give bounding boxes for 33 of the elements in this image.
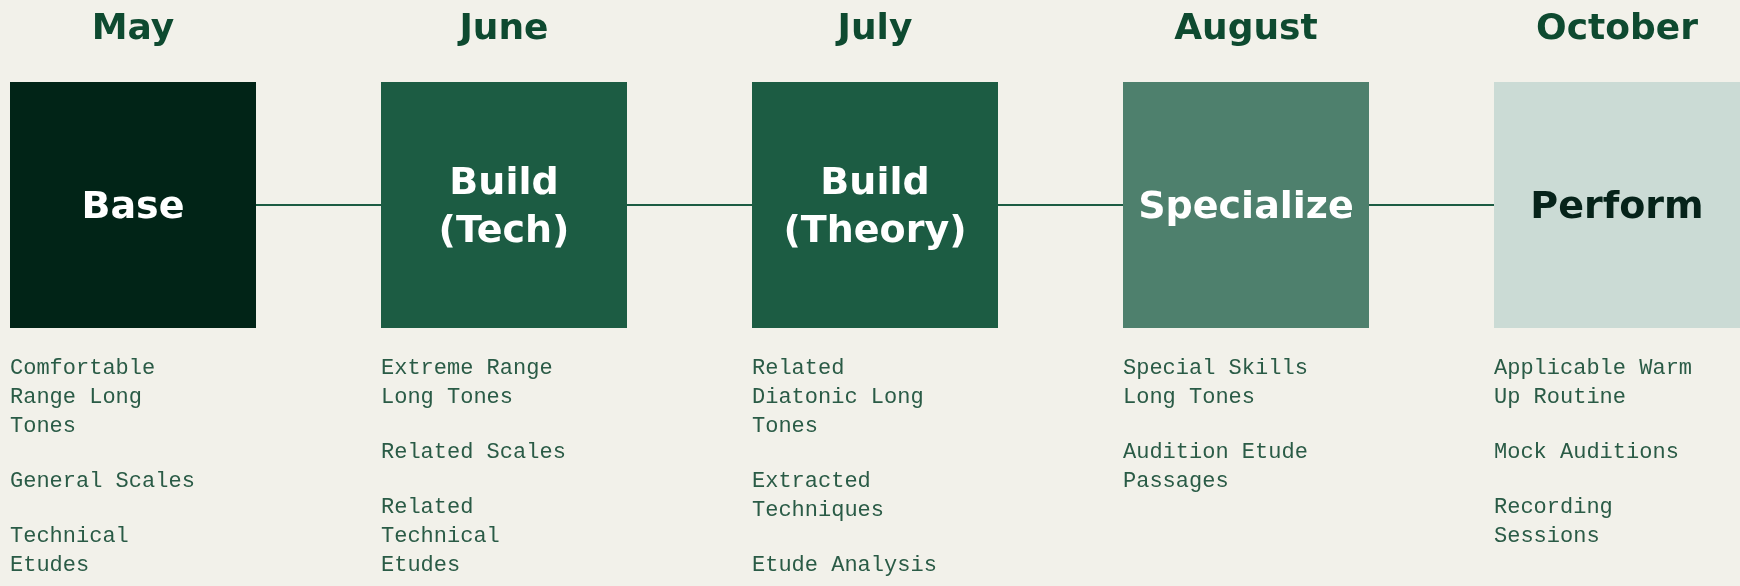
connector-line	[255, 204, 382, 206]
month-heading: August	[1173, 5, 1319, 49]
activity-item: Technical Etudes	[10, 523, 130, 580]
activity-item: Related Diatonic Long Tones	[752, 355, 925, 441]
activity-item: Extreme Range Long Tones	[381, 355, 554, 412]
activity-item: Related Technical Etudes	[381, 494, 501, 580]
activity-item: Comfortable Range Long Tones	[10, 355, 157, 441]
month-heading: May	[90, 5, 176, 49]
activity-item: Applicable Warm Up Routine	[1494, 355, 1694, 412]
phase-box	[381, 82, 627, 328]
phase-box	[1494, 82, 1740, 328]
connector-line	[997, 204, 1124, 206]
phase-label: Build (Tech)	[437, 158, 571, 253]
activity-item: Extracted Techniques	[752, 468, 886, 525]
phase-box	[752, 82, 998, 328]
month-heading: October	[1535, 5, 1699, 49]
phase-box	[1123, 82, 1369, 328]
connector-line	[626, 204, 753, 206]
phase-label: Build (Theory)	[782, 158, 968, 253]
activity-item: Etude Analysis	[752, 552, 938, 580]
activity-item: Audition Etude Passages	[1123, 439, 1309, 496]
month-heading: July	[834, 5, 914, 49]
activity-item: Special Skills Long Tones	[1123, 355, 1309, 412]
phase-label: Perform	[1529, 182, 1705, 229]
month-heading: June	[456, 5, 550, 49]
activity-item: Recording Sessions	[1494, 494, 1614, 551]
activity-item: Mock Auditions	[1494, 439, 1680, 467]
phase-label: Base	[80, 182, 186, 229]
activity-item: Related Scales	[381, 439, 567, 467]
phase-label: Specialize	[1137, 182, 1355, 229]
phase-box	[10, 82, 256, 328]
connector-line	[1368, 204, 1495, 206]
activity-item: General Scales	[10, 468, 196, 496]
